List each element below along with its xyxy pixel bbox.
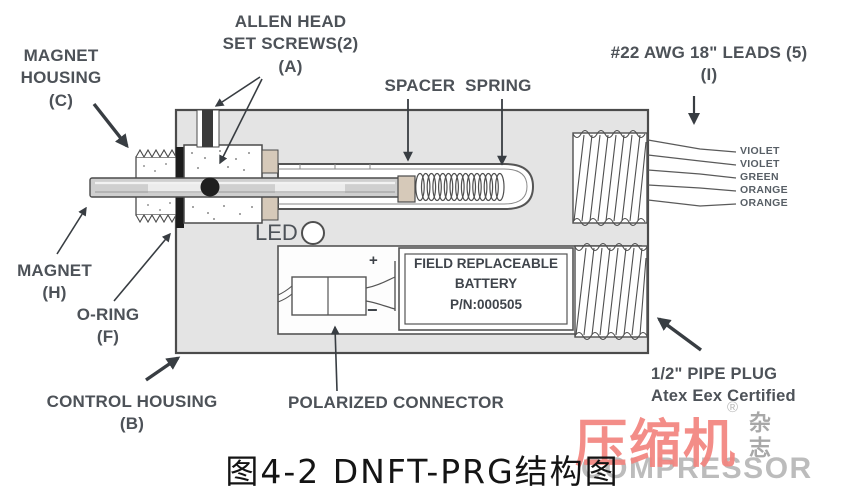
wire-color-label: ORANGE — [740, 184, 788, 196]
pipe-plug — [574, 242, 648, 341]
arrow-magnet-housing — [92, 102, 129, 149]
polarized-connector-label: POLARIZED CONNECTOR — [288, 393, 504, 412]
arrow-polarized-connector — [330, 325, 340, 392]
led-indicator — [301, 221, 325, 245]
arrow-set-screw-1 — [214, 76, 261, 107]
led-label: LED — [255, 220, 298, 245]
minus-sign: − — [367, 300, 378, 320]
control-housing-label: CONTROL HOUSING (B) — [46, 392, 218, 434]
wire-color-label: ORANGE — [740, 197, 788, 209]
pivot-ball — [200, 177, 220, 197]
watermark-en: COMPRESSOR — [581, 452, 813, 485]
figure-caption: 图4-2 DNFT-PRG结构图 — [225, 452, 620, 491]
arrow-set-screw-2 — [219, 78, 263, 165]
watermark-cn: 压缩机 — [575, 416, 738, 474]
spacer-block — [397, 175, 416, 203]
magnet-housing-label: MAGNET HOUSING (C) — [20, 46, 102, 110]
watermark-vertical: 杂志 — [746, 411, 771, 461]
wire-color-label: GREEN — [740, 171, 779, 183]
magnet-label: MAGNET (H) — [17, 261, 92, 303]
lead-wires — [647, 139, 737, 207]
arrow-pipe-plug — [656, 317, 703, 352]
wire-color-label: VIOLET — [740, 158, 780, 170]
spacer-spring-coil — [415, 172, 505, 202]
magnet-rod — [89, 177, 403, 198]
set-screw — [196, 109, 220, 148]
battery-label: FIELD REPLACEABLE BATTERY P/N:000505 — [413, 256, 558, 312]
o-ring-seals — [176, 147, 184, 228]
spacer-spring-label: SPACER SPRING — [384, 76, 532, 95]
arrow-o-ring — [113, 232, 171, 302]
battery-box — [398, 247, 574, 331]
registered-mark-icon: ® — [727, 399, 739, 416]
plus-sign: + — [369, 252, 378, 269]
arrow-control-housing — [145, 356, 181, 382]
wire-color-label: VIOLET — [740, 145, 780, 157]
polarized-connector-shape — [277, 261, 396, 316]
arrow-magnet — [56, 206, 87, 255]
o-ring-label: O-RING (F) — [76, 305, 140, 347]
lead-strain-plug — [572, 129, 648, 227]
leads-label: #22 AWG 18" LEADS (5) (I) — [610, 43, 808, 85]
allen-set-screws-label: ALLEN HEAD SET SCREWS(2) (A) — [222, 12, 359, 76]
pipe-plug-label: 1/2" PIPE PLUG Atex Eex Certified — [651, 365, 796, 405]
